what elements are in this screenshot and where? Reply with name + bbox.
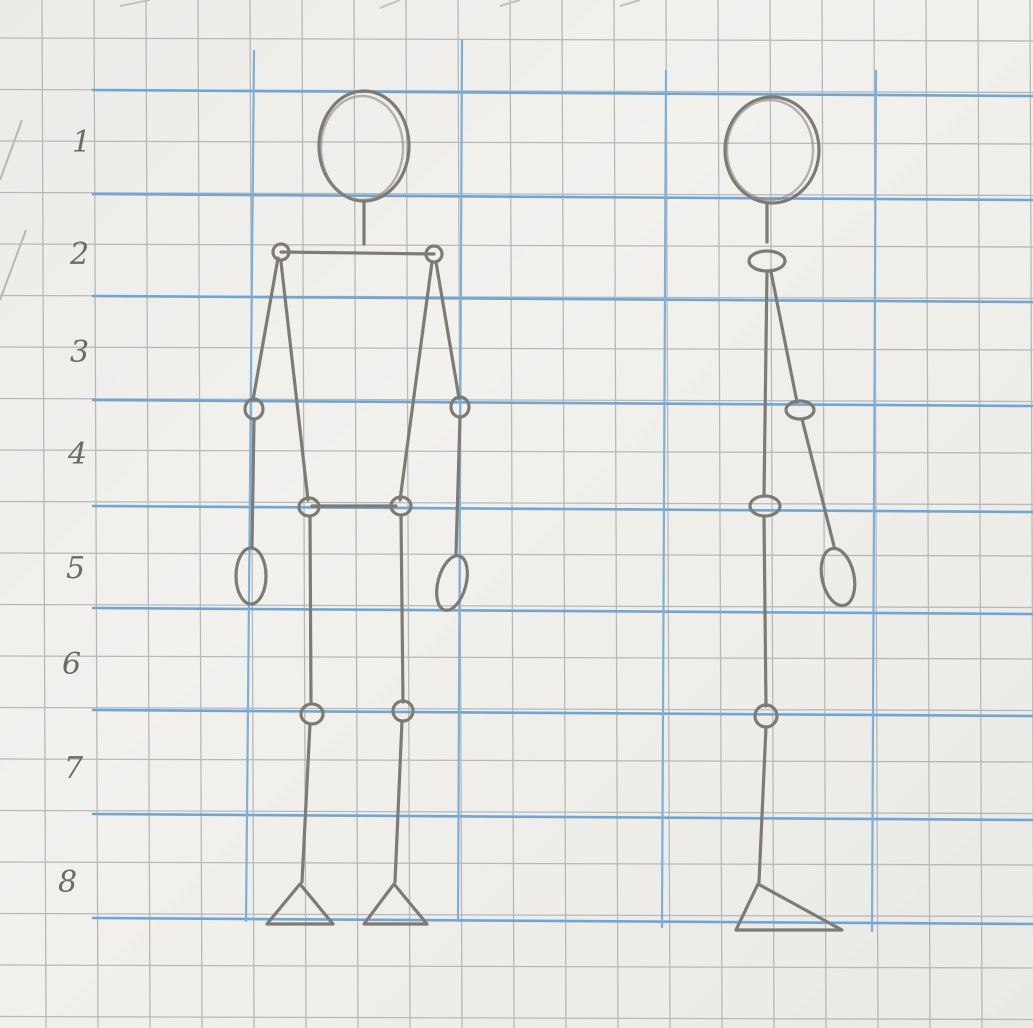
grid-line-horizontal xyxy=(0,450,1033,453)
grid-line-horizontal xyxy=(0,347,1033,350)
row-labels: 1 2 3 4 5 6 7 8 xyxy=(58,125,91,900)
row-label-2: 2 xyxy=(69,237,89,272)
blue-guide-horizontal xyxy=(92,506,1033,512)
front-left-shin xyxy=(302,724,310,882)
side-hip-joint xyxy=(750,496,780,516)
grid-line-horizontal xyxy=(0,656,1033,659)
side-knee-joint xyxy=(755,705,777,727)
side-thigh xyxy=(764,516,766,706)
grid-line-vertical xyxy=(562,0,566,1028)
grid-line-vertical xyxy=(614,0,618,1028)
front-right-shin xyxy=(395,721,402,882)
grid-line-horizontal xyxy=(0,811,1033,814)
grid-line-vertical xyxy=(978,0,982,1028)
blue-guide-horizontal xyxy=(92,608,1033,614)
front-left-thigh xyxy=(310,516,311,704)
grid-line-horizontal xyxy=(0,38,1033,41)
front-right-hand xyxy=(431,552,473,613)
side-forearm xyxy=(802,419,834,546)
grid-line-vertical xyxy=(42,0,46,1028)
row-label-1: 1 xyxy=(72,125,91,160)
blue-guide-horizontal xyxy=(92,710,1033,716)
side-head xyxy=(725,97,819,203)
grid-line-vertical xyxy=(354,0,358,1028)
front-left-forearm xyxy=(252,419,254,546)
row-label-3: 3 xyxy=(70,335,89,370)
row-label-7: 7 xyxy=(64,751,84,786)
grid-line-horizontal xyxy=(0,759,1033,762)
side-spine xyxy=(764,271,767,496)
row-label-4: 4 xyxy=(67,437,87,472)
grid-line-vertical xyxy=(510,0,514,1028)
grid-line-horizontal xyxy=(0,862,1033,865)
front-left-upper-arm xyxy=(253,258,278,400)
grid-line-horizontal xyxy=(0,244,1033,247)
front-right-foot xyxy=(364,884,427,924)
front-shoulders xyxy=(281,252,434,254)
grid-line-horizontal xyxy=(0,553,1033,556)
side-stick-figure xyxy=(725,97,860,930)
front-left-hand xyxy=(236,548,266,604)
row-label-6: 6 xyxy=(62,647,81,682)
row-label-8: 8 xyxy=(58,865,77,900)
side-shin xyxy=(759,727,766,882)
grid-line-horizontal xyxy=(0,502,1033,505)
blue-guide-horizontal xyxy=(92,814,1033,820)
grid-line-vertical xyxy=(718,0,722,1028)
grid-line-vertical xyxy=(198,0,202,1028)
side-upper-arm xyxy=(771,272,797,402)
front-right-upper-arm xyxy=(436,262,459,398)
row-label-5: 5 xyxy=(66,551,85,586)
side-shoulder-joint xyxy=(749,251,785,271)
front-right-thigh xyxy=(401,516,403,702)
blue-guide-horizontal xyxy=(92,918,1033,924)
grid-line-vertical xyxy=(94,0,98,1028)
grid-line-vertical xyxy=(926,0,930,1028)
grid-line-horizontal xyxy=(0,605,1033,608)
grid-line-horizontal xyxy=(0,141,1033,144)
grid-line-vertical xyxy=(146,0,150,1028)
